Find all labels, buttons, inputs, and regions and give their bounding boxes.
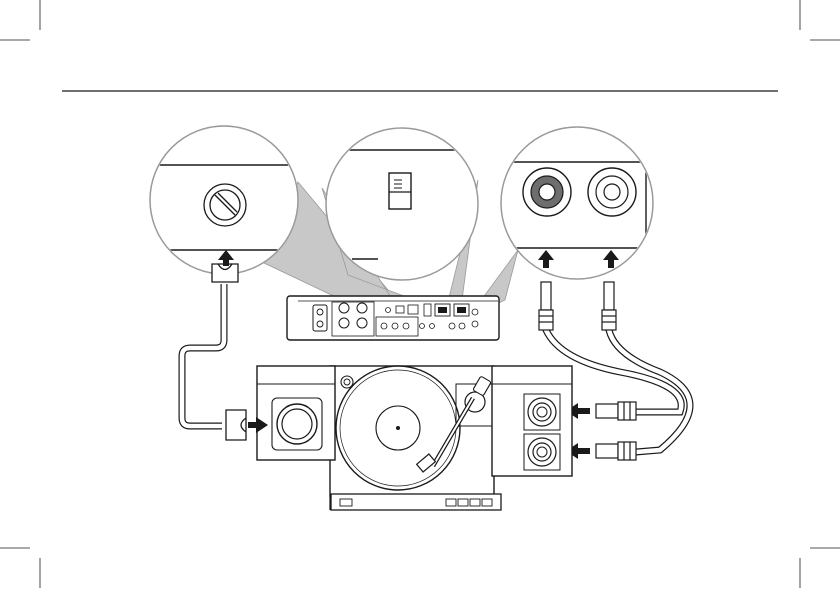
rear-panel-unit — [287, 296, 499, 340]
rca-jacks-callout — [495, 127, 660, 279]
platter — [336, 366, 460, 490]
rca-plug-top-left — [539, 282, 553, 330]
left-speaker — [248, 366, 335, 460]
rca-plug-side-top — [596, 402, 636, 420]
ground-wire — [182, 264, 246, 440]
rca-plug-side-bottom — [596, 442, 636, 460]
turntable — [330, 366, 501, 510]
rca-plug-top-right — [602, 282, 616, 330]
spade-connector-bottom — [226, 410, 246, 440]
right-speaker — [492, 366, 572, 476]
turntable-plinth — [331, 494, 501, 510]
ground-screw — [204, 184, 246, 226]
